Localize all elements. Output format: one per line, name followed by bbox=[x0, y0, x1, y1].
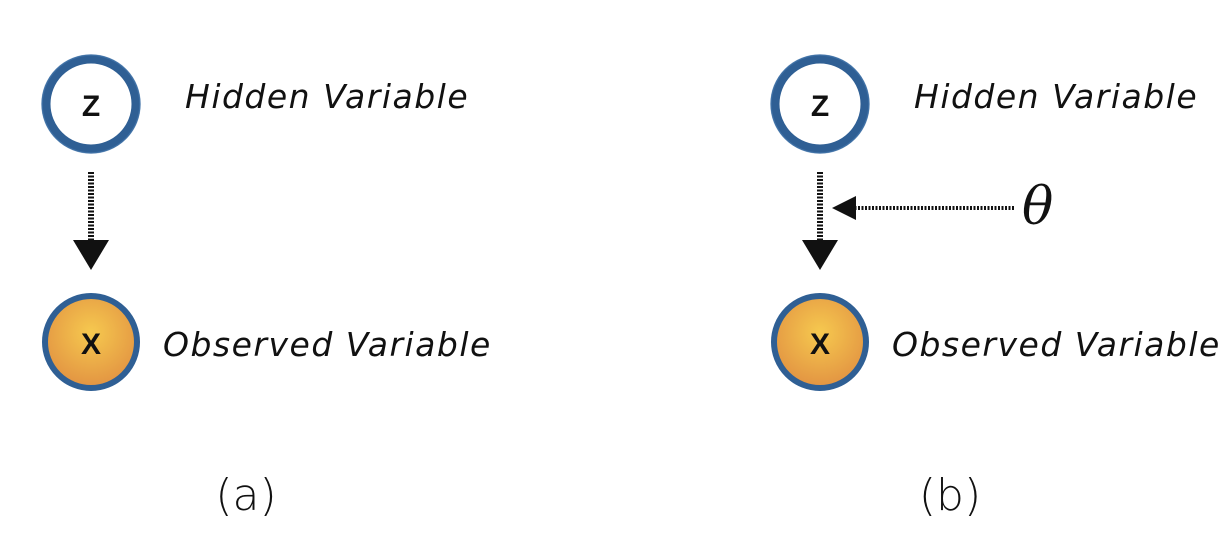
panel-caption: (b) bbox=[919, 470, 981, 521]
observed-variable-label: Observed Variable bbox=[163, 325, 492, 364]
hidden-variable-label: Hidden Variable bbox=[185, 77, 469, 116]
parameter-theta: θ bbox=[1022, 177, 1053, 237]
panel-caption: (a) bbox=[215, 470, 276, 521]
arrow-down-icon bbox=[802, 172, 838, 270]
hidden-node-letter: Z bbox=[811, 90, 829, 123]
hidden-node-circle bbox=[41, 54, 141, 154]
hidden-variable-label: Hidden Variable bbox=[914, 77, 1198, 116]
observed-node-b: X bbox=[771, 293, 869, 391]
hidden-node-a: Z bbox=[41, 54, 141, 154]
observed-node-circle bbox=[42, 293, 140, 391]
hidden-node-b: Z bbox=[770, 54, 870, 154]
observed-node-letter: X bbox=[81, 328, 101, 361]
arrow-down-icon bbox=[73, 172, 109, 270]
observed-node-letter: X bbox=[810, 328, 830, 361]
panel-a: Z Hidden Variable X Observed Variable (a… bbox=[41, 54, 492, 521]
observed-node-a: X bbox=[42, 293, 140, 391]
hidden-node-letter: Z bbox=[82, 90, 100, 123]
observed-node-circle bbox=[771, 293, 869, 391]
hidden-node-circle bbox=[770, 54, 870, 154]
arrow-left-icon bbox=[832, 196, 1014, 220]
panel-b: Z Hidden Variable θ X Observed Variable … bbox=[770, 54, 1221, 521]
observed-variable-label: Observed Variable bbox=[892, 325, 1221, 364]
